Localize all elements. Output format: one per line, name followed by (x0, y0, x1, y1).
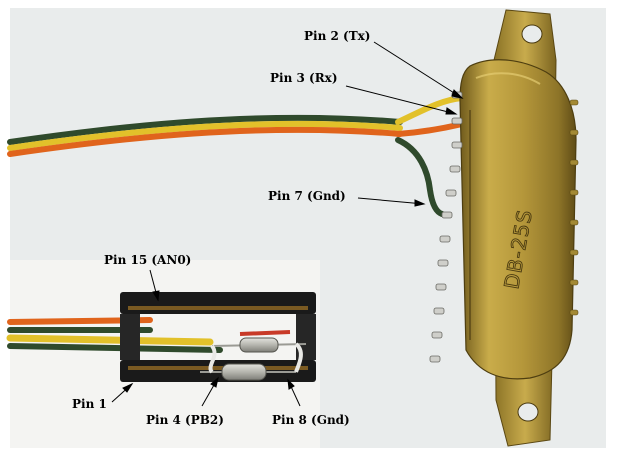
main-cable (7, 114, 403, 157)
label-pin-7: Pin 7 (Gnd) (268, 189, 346, 203)
label-pin-2: Pin 2 (Tx) (304, 29, 370, 43)
label-pin-15: Pin 15 (AN0) (104, 253, 191, 267)
mounting-hole-top (521, 24, 543, 44)
label-pin-3: Pin 3 (Rx) (270, 71, 338, 85)
label-pin-8: Pin 8 (Gnd) (272, 413, 350, 427)
inset-photo (6, 260, 320, 448)
label-pin-1: Pin 1 (72, 397, 107, 411)
db25-connector: DB-25S (429, 9, 579, 447)
dip-header (120, 292, 316, 382)
resistors (200, 337, 307, 381)
mounting-hole-bottom (517, 402, 539, 422)
label-pin-4: Pin 4 (PB2) (146, 413, 224, 427)
annotation-arrows (111, 41, 464, 407)
